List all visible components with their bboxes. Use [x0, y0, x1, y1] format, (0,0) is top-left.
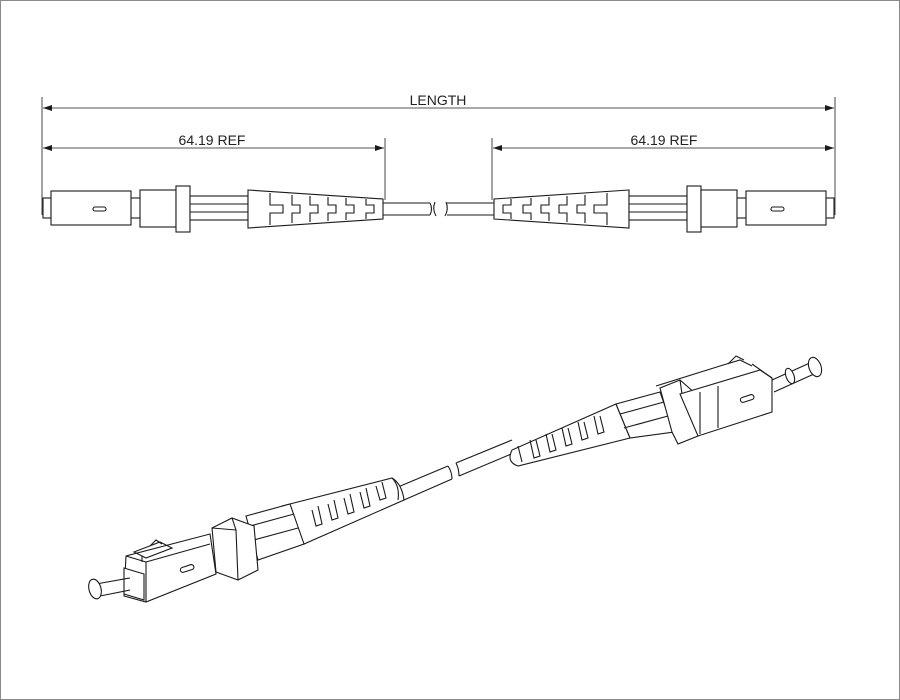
right-connector-side-view [493, 185, 835, 233]
left-ferrule-tip [42, 197, 52, 219]
right-connector-housing [745, 190, 827, 226]
iso-left-front-face [123, 567, 145, 601]
length-label: LENGTH [410, 92, 467, 108]
left-housing-slot [92, 206, 107, 212]
cable-break-mark-left [433, 201, 437, 217]
left-connector-housing [50, 190, 132, 226]
left-latch-collar [175, 185, 191, 233]
iso-right-housing [679, 369, 773, 437]
left-connector-side-view [42, 185, 384, 233]
right-connector-isometric-view [509, 355, 823, 467]
cable-break-mark-right [444, 201, 448, 217]
iso-right-housing-slot [739, 394, 755, 403]
right-housing-slot [770, 206, 785, 212]
left-strain-relief-boot [247, 189, 384, 229]
left-connector-isometric-view [88, 477, 405, 603]
right-crimp-sleeve [628, 195, 688, 221]
cable-isometric-view [397, 439, 517, 501]
left-crimp-sleeve [189, 195, 249, 221]
right-ref-label: 64.19 REF [631, 132, 698, 148]
iso-left-ferrule-tip [88, 578, 102, 600]
cable-side-view [383, 201, 494, 217]
right-coupling-body [700, 189, 738, 228]
left-ref-label: 64.19 REF [179, 132, 246, 148]
right-latch-collar [686, 185, 702, 233]
left-coupling-body [139, 189, 177, 228]
iso-left-housing-slot [179, 564, 195, 573]
dimension-left-ref: 64.19 REF [43, 132, 386, 200]
dimension-right-ref: 64.19 REF [491, 132, 834, 200]
iso-cable-break-mark [455, 462, 460, 477]
dimension-length: LENGTH [41, 92, 836, 215]
right-strain-relief-boot [493, 189, 630, 229]
iso-right-ferrule-tip [807, 356, 823, 378]
right-ferrule-tip [825, 197, 835, 219]
